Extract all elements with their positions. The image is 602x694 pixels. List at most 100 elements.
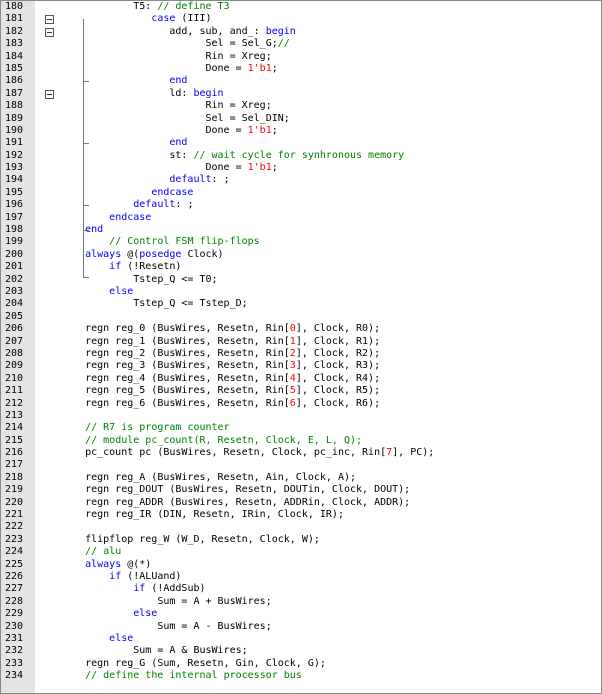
- code-line[interactable]: 203 else: [1, 286, 601, 298]
- code-line[interactable]: 186 end: [1, 75, 601, 87]
- code-line[interactable]: 205: [1, 311, 601, 323]
- line-number: 186: [5, 75, 24, 87]
- code-token: [61, 286, 109, 297]
- code-line[interactable]: 209 regn reg_3 (BusWires, Resetn, Rin[3]…: [1, 360, 601, 372]
- code-text: else: [61, 633, 133, 645]
- keyword-token: if: [109, 570, 122, 582]
- code-line[interactable]: 190 Done = 1'b1;: [1, 125, 601, 137]
- keyword-token: else: [133, 608, 158, 620]
- code-text: regn reg_DOUT (BusWires, Resetn, DOUTin,…: [61, 484, 410, 496]
- code-line[interactable]: 210 regn reg_4 (BusWires, Resetn, Rin[4]…: [1, 373, 601, 385]
- code-line[interactable]: 196 default: ;: [1, 199, 601, 211]
- code-line[interactable]: 201 if (!Resetn): [1, 261, 601, 273]
- code-token: regn reg_DOUT (BusWires, Resetn, DOUTin,…: [61, 484, 411, 496]
- code-token: : ;: [175, 199, 194, 211]
- code-line[interactable]: 206 regn reg_0 (BusWires, Resetn, Rin[0]…: [1, 323, 601, 335]
- code-line[interactable]: 216 pc_count pc (BusWires, Resetn, Clock…: [1, 447, 601, 459]
- code-line[interactable]: 180 T5: // define T3: [1, 1, 601, 13]
- code-text: default: ;: [61, 199, 193, 211]
- code-line[interactable]: 233 regn reg_G (Sum, Resetn, Gin, Clock,…: [1, 658, 601, 670]
- code-line[interactable]: 214 // R7 is program counter: [1, 422, 601, 434]
- code-line[interactable]: 182 add, sub, and_: begin: [1, 26, 601, 38]
- code-line[interactable]: 220 regn reg_ADDR (BusWires, Resetn, ADD…: [1, 497, 601, 509]
- comment-token: // R7 is program counter: [85, 422, 230, 434]
- keyword-token: else: [109, 285, 134, 297]
- code-line[interactable]: 215 // module pc_count(R, Resetn, Clock,…: [1, 435, 601, 447]
- code-line[interactable]: 200 always @(posedge Clock): [1, 249, 601, 261]
- number-token: 4: [289, 372, 296, 384]
- code-line[interactable]: 230 Sum = A - BusWires;: [1, 621, 601, 633]
- line-number: 229: [5, 608, 24, 620]
- code-line[interactable]: 204 Tstep_Q <= Tstep_D;: [1, 298, 601, 310]
- code-line[interactable]: 187 ld: begin: [1, 88, 601, 100]
- line-number: 184: [5, 50, 24, 62]
- code-line[interactable]: 183 Sel = Sel_G;//: [1, 38, 601, 50]
- code-line[interactable]: 222: [1, 521, 601, 533]
- code-token: ], Clock, R0);: [295, 323, 381, 335]
- code-line[interactable]: 208 regn reg_2 (BusWires, Resetn, Rin[2]…: [1, 348, 601, 360]
- code-line[interactable]: 191 end: [1, 137, 601, 149]
- line-number: 203: [5, 285, 24, 297]
- code-text: Done = 1'b1;: [61, 124, 277, 137]
- code-line[interactable]: 221 regn reg_IR (DIN, Resetn, IRin, Cloc…: [1, 509, 601, 521]
- code-line[interactable]: 198 end: [1, 224, 601, 236]
- code-token: regn reg_6 (BusWires, Resetn, Rin[: [61, 397, 290, 409]
- code-line[interactable]: 232 Sum = A & BusWires;: [1, 645, 601, 657]
- keyword-token: endcase: [151, 186, 194, 198]
- collapse-fold-icon[interactable]: [45, 27, 54, 37]
- code-token: [61, 249, 85, 260]
- code-line[interactable]: 212 regn reg_6 (BusWires, Resetn, Rin[6]…: [1, 398, 601, 410]
- code-text: T5: // define T3: [61, 1, 229, 13]
- code-line[interactable]: 217: [1, 459, 601, 471]
- code-line[interactable]: 213: [1, 410, 601, 422]
- code-token: ;: [271, 62, 278, 74]
- collapse-fold-icon[interactable]: [45, 15, 54, 25]
- code-line[interactable]: 219 regn reg_DOUT (BusWires, Resetn, DOU…: [1, 484, 601, 496]
- code-line[interactable]: 184 Rin = Xreg;: [1, 51, 601, 63]
- code-line[interactable]: 185 Done = 1'b1;: [1, 63, 601, 75]
- code-token: @(: [121, 248, 140, 260]
- code-text: Sum = A + BusWires;: [61, 596, 271, 608]
- code-line[interactable]: 231 else: [1, 633, 601, 645]
- code-line[interactable]: 189 Sel = Sel_DIN;: [1, 113, 601, 125]
- comment-token: // define the internal processor bus: [85, 670, 302, 682]
- code-line[interactable]: 234 // define the internal processor bus: [1, 670, 601, 682]
- code-line[interactable]: 197 endcase: [1, 212, 601, 224]
- code-line[interactable]: 211 regn reg_5 (BusWires, Resetn, Rin[5]…: [1, 385, 601, 397]
- code-line[interactable]: 223 flipflop reg_W (W_D, Resetn, Clock, …: [1, 534, 601, 546]
- keyword-token: else: [109, 632, 134, 644]
- line-number: 219: [5, 484, 24, 496]
- code-token: Done =: [61, 124, 248, 136]
- code-line[interactable]: 202 Tstep_Q <= T0;: [1, 274, 601, 286]
- code-text: // R7 is program counter: [61, 422, 230, 434]
- comment-token: // wait cycle for synhronous memory: [193, 149, 405, 161]
- code-line[interactable]: 207 regn reg_1 (BusWires, Resetn, Rin[1]…: [1, 336, 601, 348]
- code-line[interactable]: 224 // alu: [1, 546, 601, 558]
- code-text: end: [61, 75, 187, 87]
- code-token: regn reg_4 (BusWires, Resetn, Rin[: [61, 372, 290, 384]
- code-line[interactable]: 192 st: // wait cycle for synhronous mem…: [1, 150, 601, 162]
- comment-token: // alu: [85, 546, 122, 558]
- code-token: (!Resetn): [121, 261, 182, 273]
- code-line[interactable]: 193 Done = 1'b1;: [1, 162, 601, 174]
- code-line[interactable]: 188 Rin = Xreg;: [1, 100, 601, 112]
- collapse-fold-icon[interactable]: [45, 89, 54, 99]
- code-line[interactable]: 194 default: ;: [1, 174, 601, 186]
- code-line[interactable]: 229 else: [1, 608, 601, 620]
- keyword-token: begin: [265, 25, 296, 37]
- code-text: Sel = Sel_G;//: [61, 38, 289, 50]
- code-token: [61, 583, 133, 594]
- code-line[interactable]: 195 endcase: [1, 187, 601, 199]
- code-line[interactable]: 181 case (III): [1, 13, 601, 25]
- keyword-token: always: [85, 558, 122, 570]
- code-line[interactable]: 199 // Control FSM flip-flops: [1, 236, 601, 248]
- code-line[interactable]: 227 if (!AddSub): [1, 583, 601, 595]
- code-line[interactable]: 228 Sum = A + BusWires;: [1, 596, 601, 608]
- line-number: 204: [5, 298, 24, 310]
- line-number: 234: [5, 670, 24, 682]
- code-token: ;: [271, 162, 278, 174]
- code-line[interactable]: 226 if (!ALUand): [1, 571, 601, 583]
- code-line[interactable]: 225 always @(*): [1, 559, 601, 571]
- code-line[interactable]: 218 regn reg_A (BusWires, Resetn, Ain, C…: [1, 472, 601, 484]
